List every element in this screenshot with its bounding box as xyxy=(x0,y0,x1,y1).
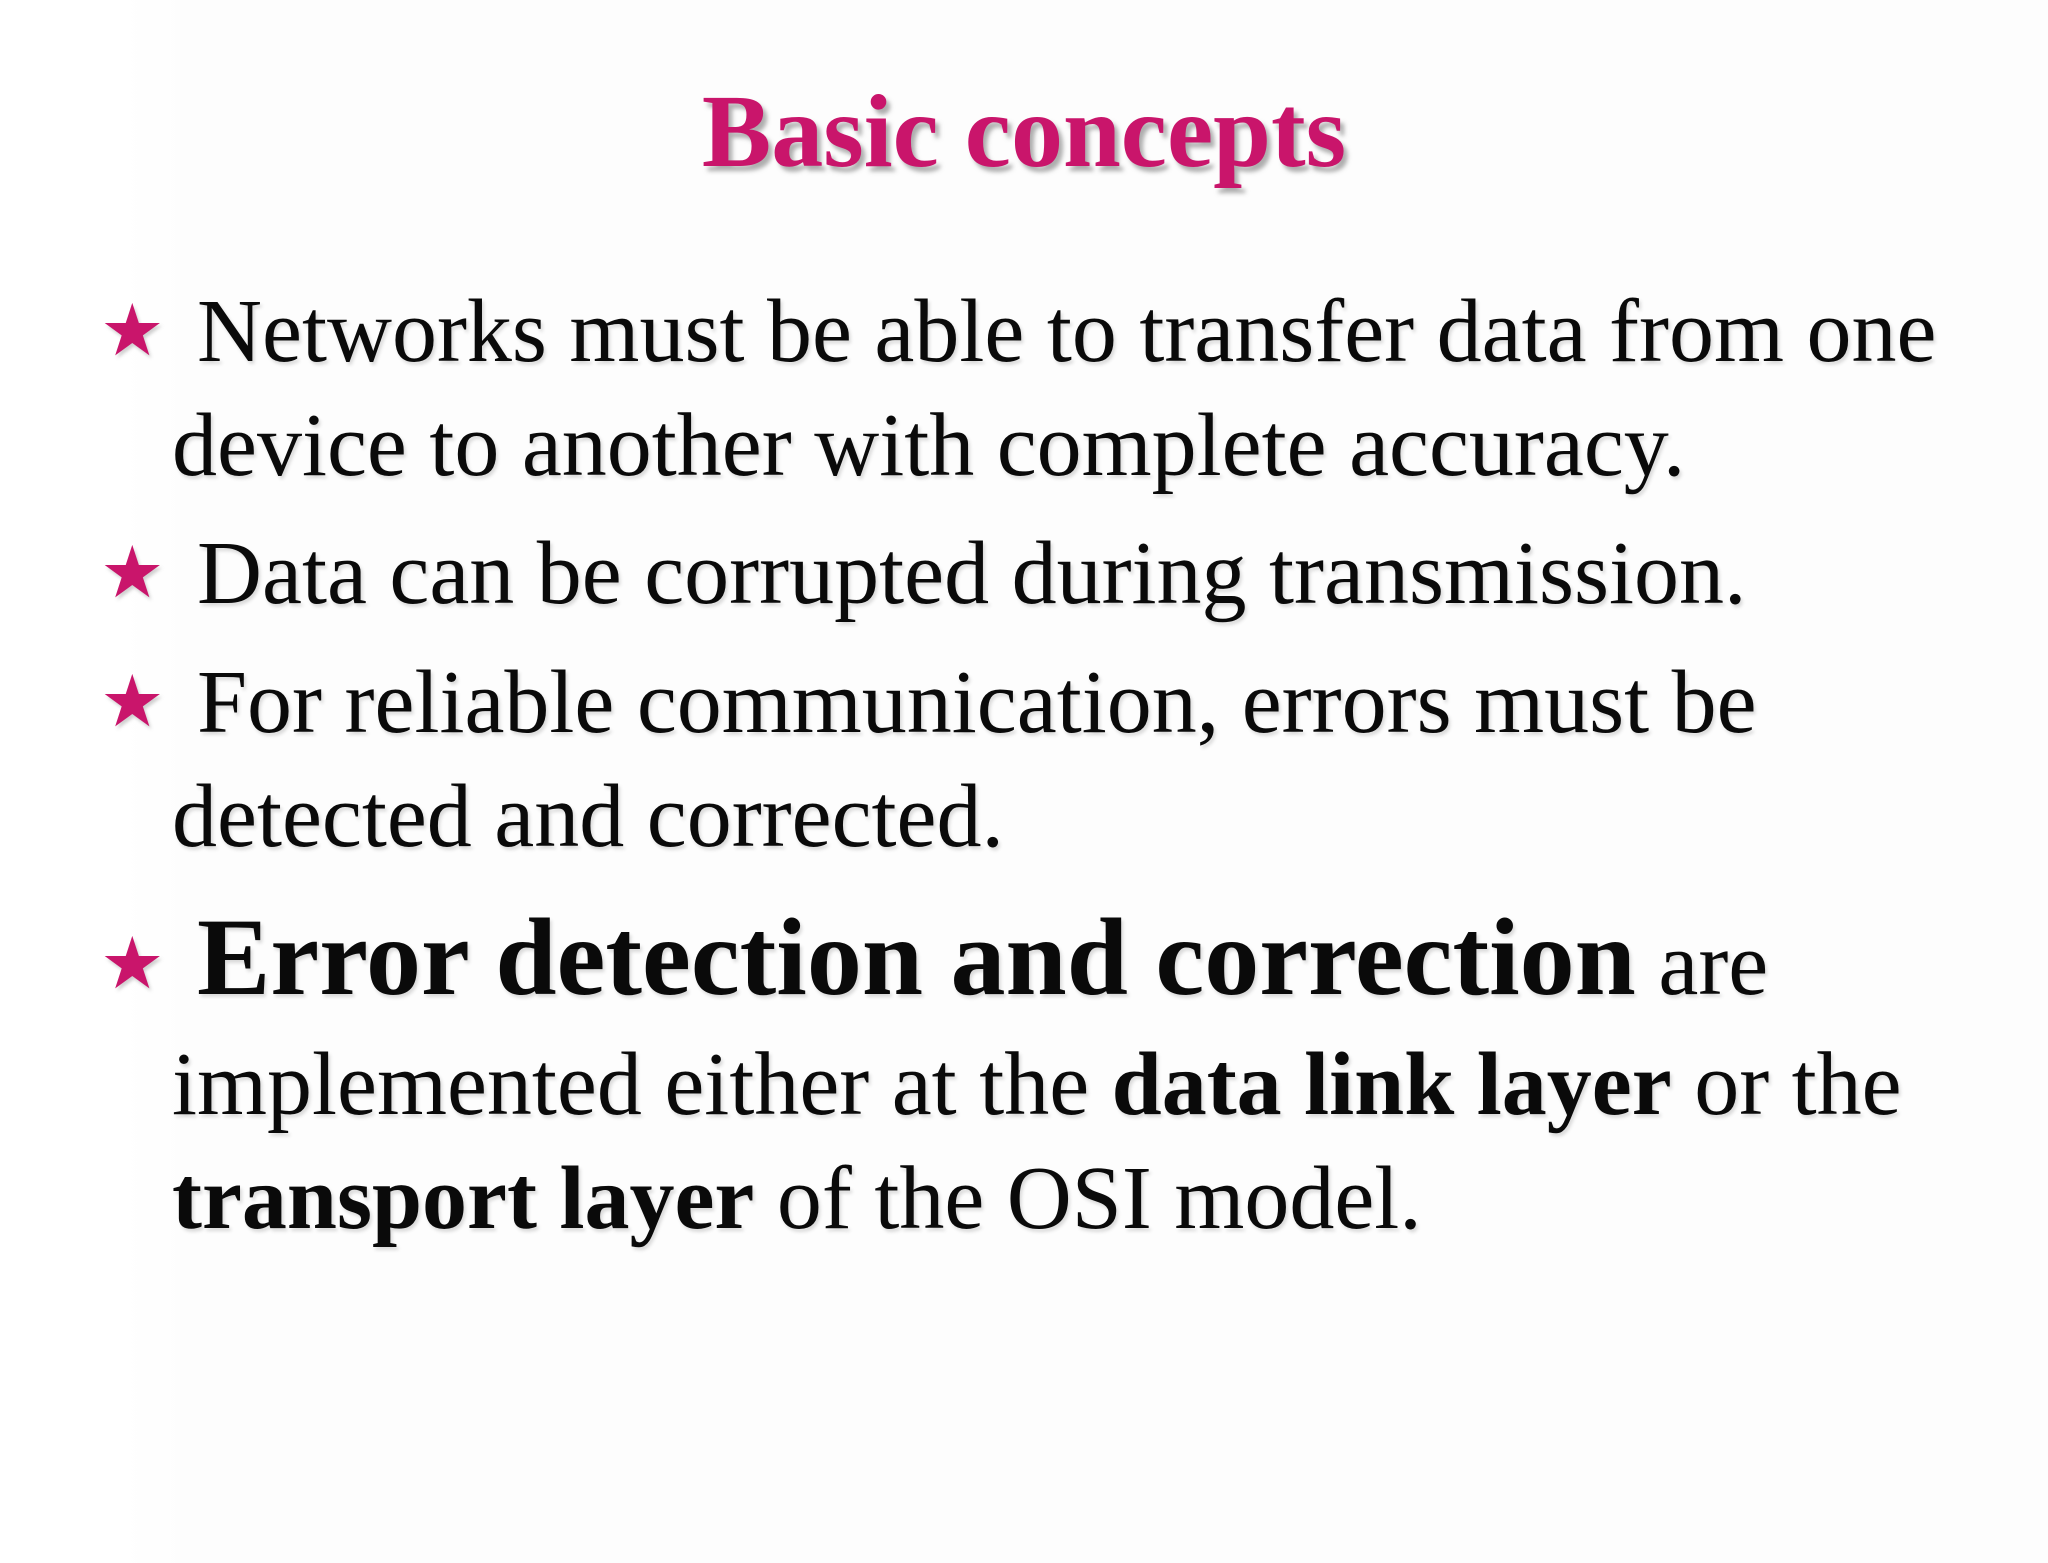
star-bullet-icon: ★ xyxy=(100,290,165,371)
star-bullet-icon: ★ xyxy=(100,661,165,742)
bullet-text-segment-strong: data link layer xyxy=(1111,1034,1672,1134)
bullet-text-segment: of the OSI model. xyxy=(754,1149,1422,1249)
bullet-text-segment: or the xyxy=(1671,1034,1925,1134)
bullet-text-segment: For reliable communication, errors must … xyxy=(172,652,1780,866)
bullet-list: ★Networks must be able to transfer data … xyxy=(0,275,2048,1257)
star-bullet-icon: ★ xyxy=(100,924,165,1005)
bullet-text-segment-strong: transport layer xyxy=(172,1149,755,1249)
bullet-item-corruption: ★ Data can be corrupted during transmissi… xyxy=(100,517,1966,631)
bullet-text-segment-strong: Error detection and correction xyxy=(197,896,1636,1019)
slide-title: Basic concepts xyxy=(701,74,1347,189)
bullet-item-error-detection-correction: ★ Error detection and correction are impl… xyxy=(100,888,1966,1256)
bullet-text-segment: are implemented either at the xyxy=(172,915,1791,1134)
bullet-item-networks: ★Networks must be able to transfer data … xyxy=(100,275,1966,504)
bullet-text-segment: Networks must be able to transfer data f… xyxy=(172,281,1959,496)
bullet-text-segment: Data can be corrupted during transmissio… xyxy=(197,524,1747,624)
bullet-item-reliable-communication: ★For reliable communication, errors must… xyxy=(100,646,1966,875)
star-bullet-icon: ★ xyxy=(100,533,165,614)
